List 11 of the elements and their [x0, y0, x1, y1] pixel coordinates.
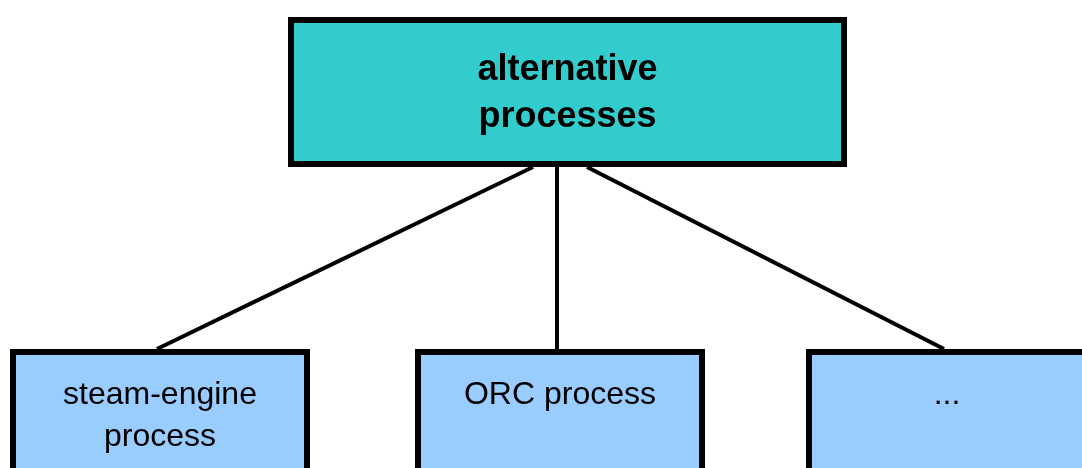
connector-line [555, 167, 559, 349]
box-label: alternative processes [476, 46, 659, 137]
process-box [806, 349, 1082, 468]
connector-line [586, 165, 945, 351]
box-label: ORC process [463, 374, 656, 413]
process-box [10, 349, 310, 468]
category-box [288, 17, 847, 167]
box-label: ... [933, 374, 961, 413]
process-box [415, 349, 705, 468]
box-label: steam-engine process [62, 374, 258, 455]
connector-line [156, 165, 534, 351]
